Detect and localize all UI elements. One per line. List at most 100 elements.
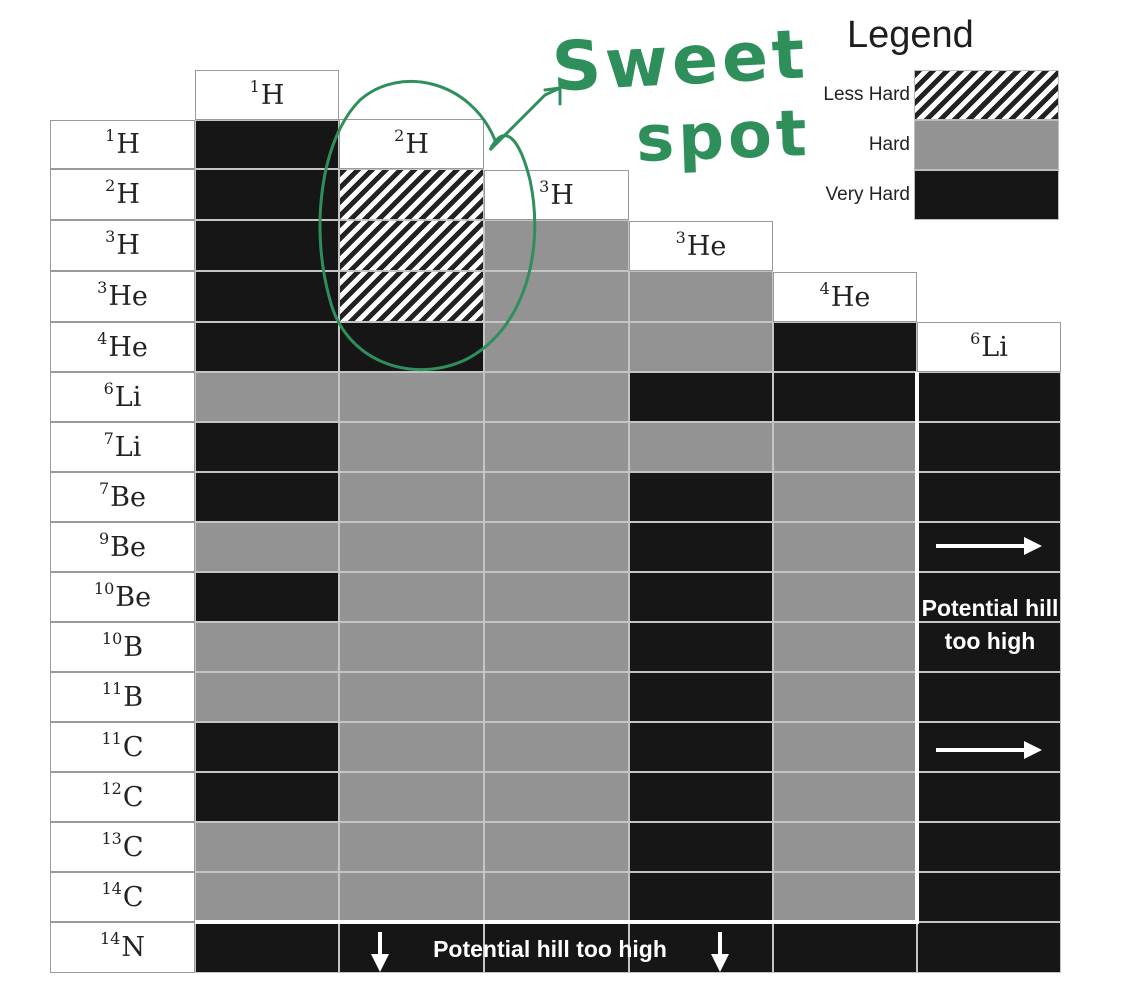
row-label-10b-mass: 10 [101,628,123,648]
row-label-11b-mass: 11 [101,678,123,698]
cell-hard [484,522,629,572]
cell-very [917,422,1061,472]
row-label-7li-symbol: Li [114,431,142,463]
cell-hard [195,622,339,672]
cell-hard [773,822,917,872]
cell-very [629,672,773,722]
cell-very [195,572,339,622]
column-header-6li-symbol: Li [981,331,1008,363]
cell-hard [339,872,484,922]
cell-hard [339,522,484,572]
row-label-3h-symbol: H [116,230,140,261]
cell-very [484,922,629,973]
row-label-6li-mass: 6 [103,378,114,398]
row-label-7li-mass: 7 [103,428,114,448]
cell-hard [339,372,484,422]
row-label-14c-symbol: C [122,881,144,913]
cell-very [195,422,339,472]
cell-very [195,922,339,973]
row-label-1h-symbol: H [116,129,140,160]
cell-less [339,271,484,322]
row-label-12c-symbol: C [122,781,144,813]
legend-title: Legend [847,14,974,56]
row-label-9be-mass: 9 [98,528,110,548]
row-label-12c-mass: 12 [101,778,122,798]
legend-label-very: Very Hard [825,184,910,205]
region-divider [915,372,919,924]
row-label-10be-mass: 10 [93,578,115,598]
cell-very [629,372,773,422]
column-header-2h-mass: 2 [394,125,405,145]
cell-very [195,271,339,322]
cell-hard [484,220,629,271]
cell-hard [339,822,484,872]
cell-hard [773,772,917,822]
row-label-10be-symbol: Be [115,581,152,613]
column-header-4he-mass: 4 [819,278,830,298]
cell-hard [484,622,629,672]
cell-hard [484,322,629,372]
cell-very [917,572,1061,622]
cell-hard [773,722,917,772]
column-header-6li-mass: 6 [970,328,981,348]
legend-swatch-hard [914,120,1059,170]
cell-hard [484,822,629,872]
column-header-3h-mass: 3 [539,176,550,196]
cell-hard [484,271,629,322]
cell-very [629,472,773,522]
column-header-3he-symbol: He [686,230,727,262]
cell-hard [773,522,917,572]
legend-label-hard: Hard [868,134,910,155]
row-label-2h-symbol: H [116,179,140,210]
cell-very [195,120,339,169]
row-label-7be-mass: 7 [98,478,110,498]
cell-hard [773,472,917,522]
cell-hard [339,722,484,772]
row-label-7be-symbol: Be [110,481,146,513]
cell-hard [339,772,484,822]
cell-very [195,472,339,522]
row-label-3he-mass: 3 [97,278,108,297]
cell-very [917,472,1061,522]
row-label-4he-symbol: He [108,331,148,363]
cell-very [629,522,773,572]
row-label-3h-mass: 3 [105,227,116,246]
row-label-14c-mass: 14 [101,878,122,898]
column-header-1h-symbol: H [260,79,285,111]
cell-less [339,220,484,271]
cell-hard [773,422,917,472]
row-label-9be-symbol: Be [110,531,146,563]
row-label-13c-symbol: C [122,831,144,863]
row-label-10b-symbol: B [123,631,144,663]
cell-very [629,722,773,772]
cell-very [773,922,917,973]
cell-very [917,622,1061,672]
bottom-note: Potential hill too high [433,936,667,962]
cell-hard [195,522,339,572]
cell-very [629,772,773,822]
legend-label-less: Less Hard [823,84,910,105]
cell-hard [195,872,339,922]
cell-hard [484,422,629,472]
row-label-1h-mass: 1 [105,126,116,145]
row-label-14n-symbol: N [121,932,145,963]
right-arrow-bottom [936,737,1046,767]
cell-hard [339,672,484,722]
column-header-4he-symbol: He [830,281,871,313]
row-label-4he-mass: 4 [97,328,108,348]
right-arrow-top [936,533,1046,563]
cell-hard [484,372,629,422]
cell-hard [484,772,629,822]
